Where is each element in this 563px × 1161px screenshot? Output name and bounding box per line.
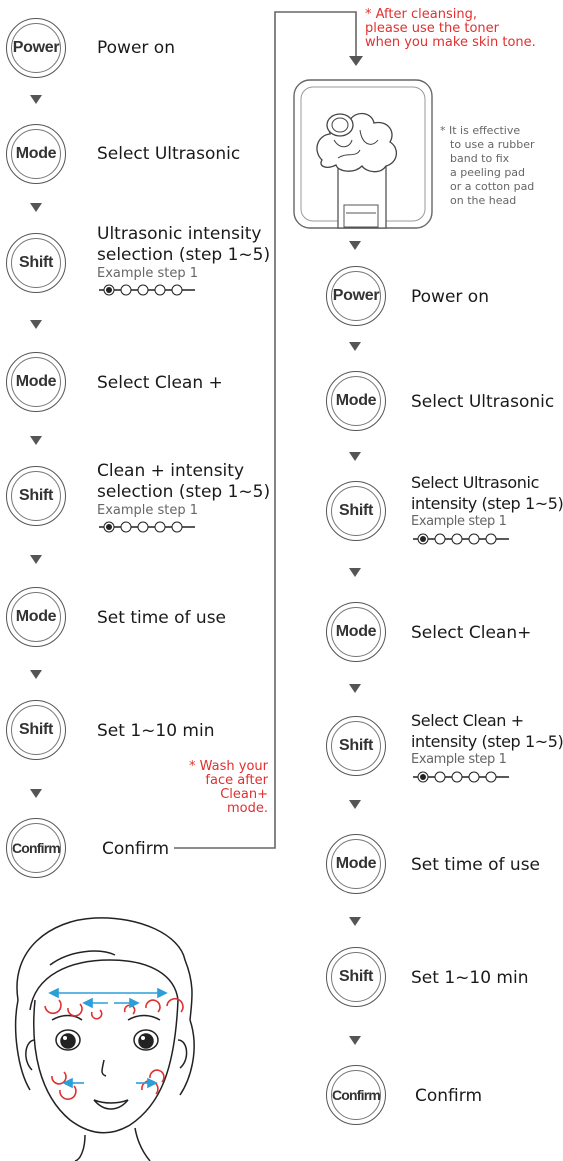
- note-line: on the head: [450, 194, 517, 207]
- note-line: to use a rubber: [450, 138, 535, 151]
- note-line: band to fix: [450, 152, 510, 165]
- down-arrow-icon: [30, 555, 42, 564]
- step-label: Select Clean+: [411, 623, 532, 643]
- down-arrow-icon: [349, 917, 361, 926]
- intensity-step-indicator: [411, 530, 563, 551]
- shift-button[interactable]: Shift: [6, 700, 66, 760]
- down-arrow-icon: [349, 1036, 361, 1045]
- face-massage-direction-icon: [14, 917, 195, 1161]
- mode-button[interactable]: Mode: [326, 834, 386, 894]
- down-arrow-icon: [30, 436, 42, 445]
- step-label: Set time of use: [97, 608, 227, 628]
- step-label: Set time of use: [411, 855, 541, 875]
- down-arrow-icon: [30, 95, 42, 104]
- label-line: Select Clean +: [411, 711, 524, 730]
- down-arrow-icon: [349, 800, 361, 809]
- step-label: Set 1~10 min: [97, 721, 215, 741]
- shift-button[interactable]: Shift: [326, 947, 386, 1007]
- note-line: or a cotton pad: [450, 180, 535, 193]
- step-label: Select Ultrasonic: [97, 144, 241, 164]
- example-text: Example step 1: [97, 503, 199, 518]
- down-arrow-icon: [30, 789, 42, 798]
- label-line: Select Ultrasonic: [411, 473, 539, 492]
- intensity-step-indicator: [97, 519, 270, 540]
- label-line: selection (step 1~5): [97, 245, 271, 265]
- shift-button[interactable]: Shift: [326, 716, 386, 776]
- step-label: Select Ultrasonic intensity (step 1~5) E…: [411, 472, 563, 551]
- step-label: Ultrasonic intensity selection (step 1~5…: [97, 224, 270, 303]
- mode-button[interactable]: Mode: [6, 587, 66, 647]
- confirm-button[interactable]: Confirm: [326, 1065, 386, 1125]
- down-arrow-icon: [349, 568, 361, 577]
- step-label: Power on: [97, 38, 175, 58]
- mode-button[interactable]: Mode: [6, 352, 66, 412]
- shift-button[interactable]: Shift: [6, 466, 66, 526]
- label-line: Ultrasonic intensity: [97, 224, 262, 244]
- down-arrow-icon: [349, 342, 361, 351]
- flow-connector-line: [174, 11, 357, 849]
- example-text: Example step 1: [411, 752, 507, 767]
- shift-button[interactable]: Shift: [6, 233, 66, 293]
- step-label: Select Ultrasonic: [411, 392, 555, 412]
- note-toner: * After cleansing, please use the toner …: [365, 7, 536, 50]
- down-arrow-icon: [349, 241, 361, 250]
- step-label: Clean + intensity selection (step 1~5) E…: [97, 461, 270, 540]
- mode-button[interactable]: Mode: [326, 371, 386, 431]
- example-text: Example step 1: [97, 266, 199, 281]
- down-arrow-icon: [349, 452, 361, 461]
- mode-button[interactable]: Mode: [6, 124, 66, 184]
- step-label: Confirm: [415, 1086, 483, 1106]
- mode-button[interactable]: Mode: [326, 602, 386, 662]
- down-arrow-icon: [30, 203, 42, 212]
- shift-button[interactable]: Shift: [326, 481, 386, 541]
- step-label: Confirm: [102, 839, 170, 859]
- note-rubber-band: * It is effective to use a rubber band t…: [440, 124, 550, 208]
- label-line: Clean + intensity: [97, 461, 244, 481]
- intensity-step-indicator: [97, 282, 270, 303]
- note-line: * It is effective: [440, 124, 521, 137]
- label-line: intensity (step 1~5): [411, 732, 563, 751]
- note-line: a peeling pad: [450, 166, 526, 179]
- direction-arrows: [48, 987, 168, 1089]
- step-label: Select Clean + intensity (step 1~5) Exam…: [411, 710, 563, 789]
- flow-connector-arrowhead: [349, 56, 363, 66]
- label-line: selection (step 1~5): [97, 482, 271, 502]
- example-text: Example step 1: [411, 514, 507, 529]
- step-label: Select Clean +: [97, 373, 223, 393]
- intensity-step-indicator: [411, 768, 563, 789]
- power-button[interactable]: Power: [6, 18, 66, 78]
- down-arrow-icon: [30, 320, 42, 329]
- step-label: Power on: [411, 287, 489, 307]
- down-arrow-icon: [349, 684, 361, 693]
- note-wash: * Wash your face after Clean+ mode.: [189, 759, 268, 816]
- power-button[interactable]: Power: [326, 266, 386, 326]
- label-line: intensity (step 1~5): [411, 494, 563, 513]
- down-arrow-icon: [30, 670, 42, 679]
- confirm-button[interactable]: Confirm: [6, 818, 66, 878]
- step-label: Set 1~10 min: [411, 968, 529, 988]
- beauty-device-with-pad-icon: [293, 79, 433, 229]
